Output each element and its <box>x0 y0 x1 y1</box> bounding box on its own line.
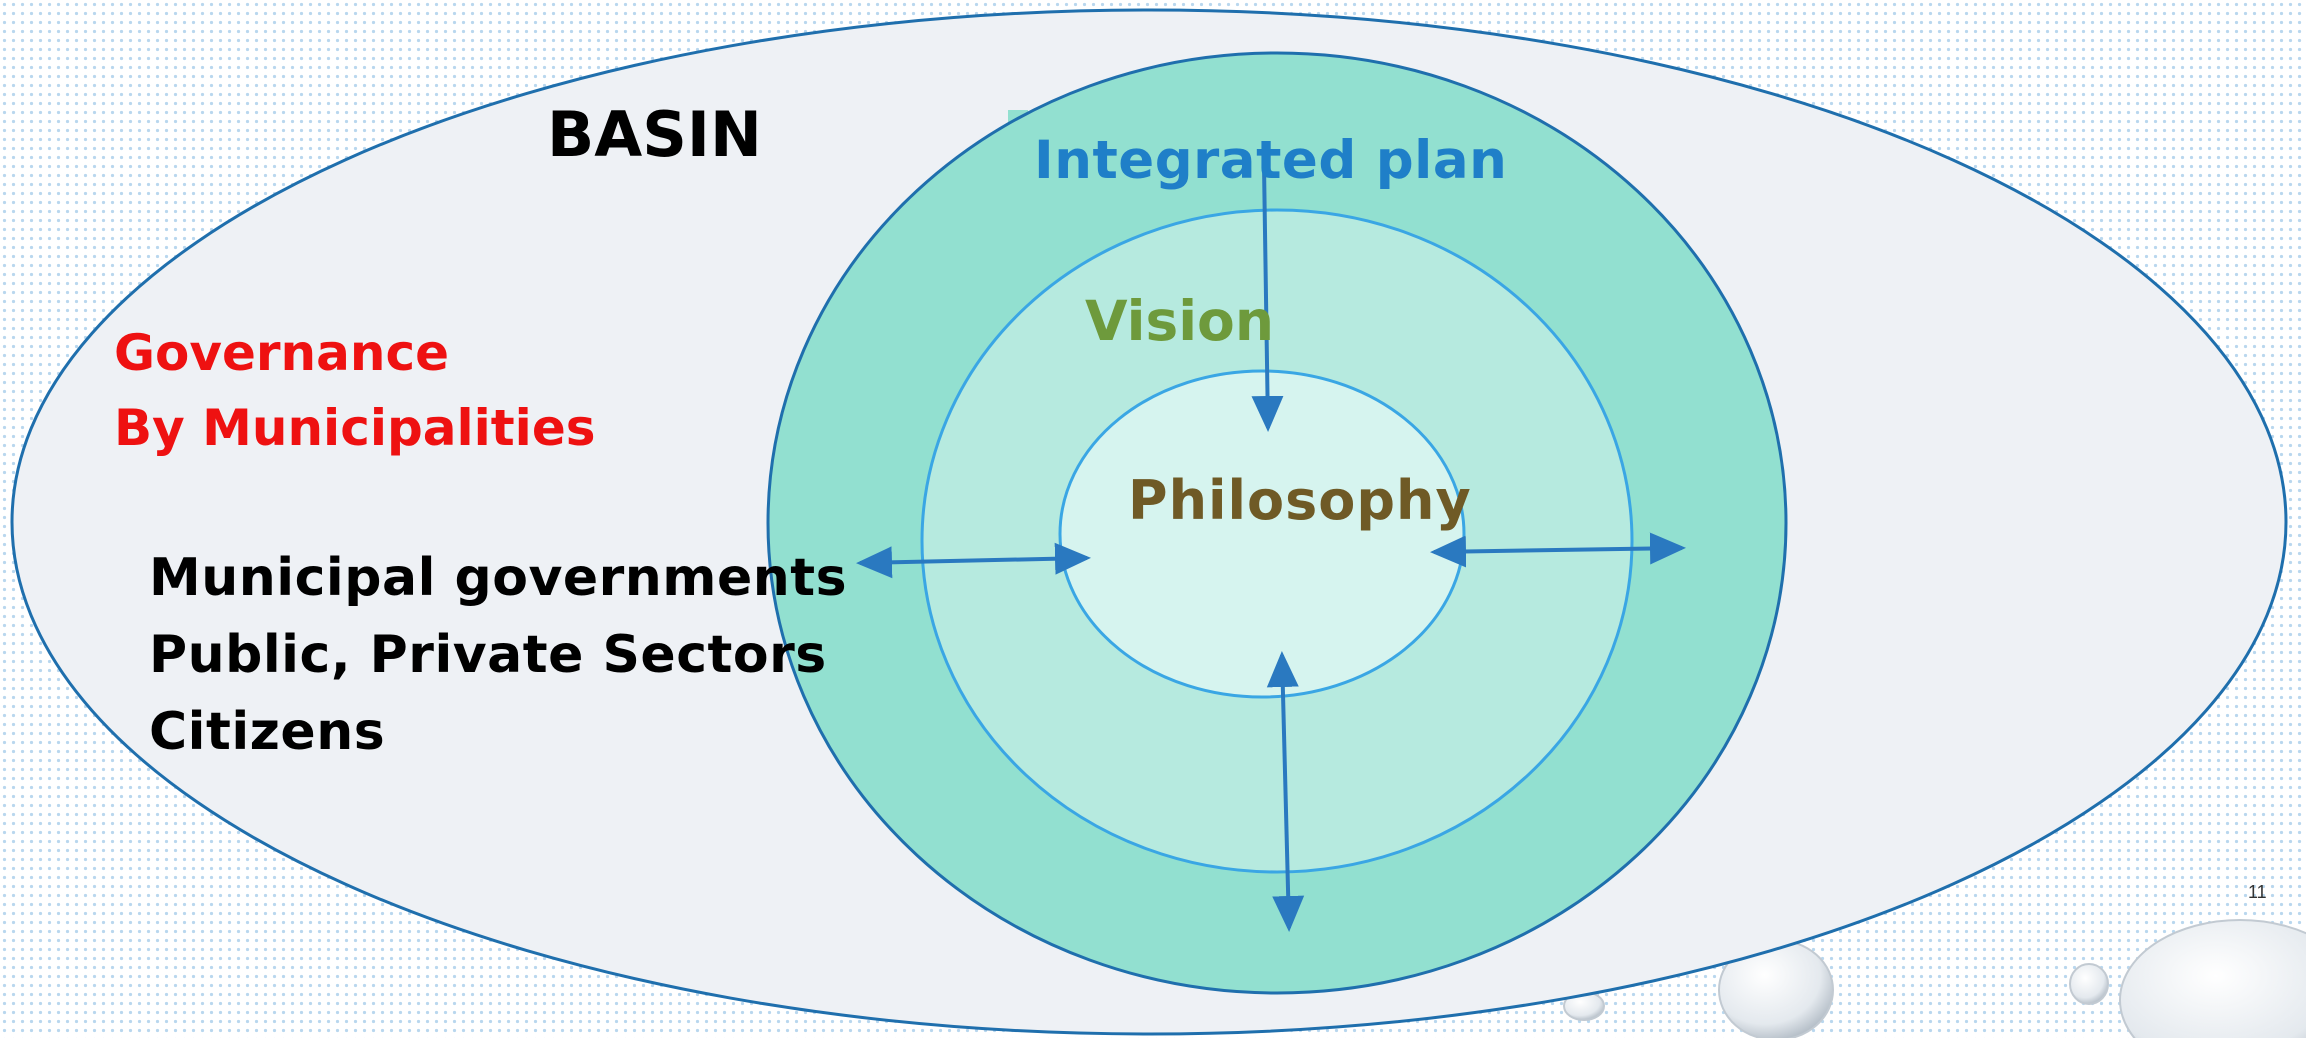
governance-line: Governance <box>114 324 450 382</box>
vision-label: Vision <box>1085 289 1274 353</box>
basin-title: BASIN <box>547 98 762 171</box>
left-double-arrow <box>856 542 1091 579</box>
philosophy-ring <box>1058 369 1466 699</box>
right-double-arrow <box>1430 532 1686 568</box>
plan-to-philosophy-arrow <box>1251 165 1284 432</box>
water-drop <box>2069 963 2109 1005</box>
stakeholder-item: Public, Private Sectors <box>149 625 827 685</box>
bottom-double-arrow <box>1266 651 1305 932</box>
governance-heading: Governance By Municipalities <box>114 316 596 466</box>
stakeholder-list: Municipal governments Public, Private Se… <box>149 540 847 771</box>
municipalities-line: By Municipalities <box>114 399 596 457</box>
stakeholder-item: Citizens <box>149 702 386 762</box>
stakeholder-item: Municipal governments <box>149 548 848 608</box>
water-drop <box>2119 919 2306 1038</box>
slide-number: 11 <box>2248 882 2267 902</box>
integrated-plan-label: Integrated plan <box>1034 130 1508 191</box>
philosophy-label: Philosophy <box>1128 469 1472 532</box>
